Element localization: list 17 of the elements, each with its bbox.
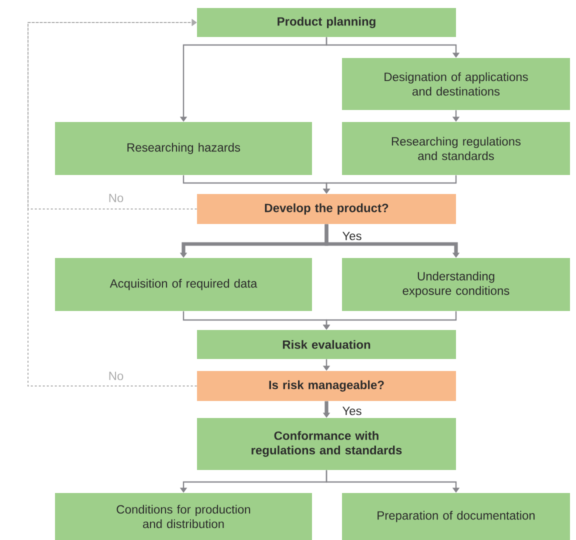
- process-box: Acquisition of required data: [55, 258, 312, 311]
- process-box: Understanding exposure conditions: [342, 258, 570, 311]
- edge-label: No: [107, 192, 125, 204]
- decision-box: Is risk manageable?: [197, 371, 456, 401]
- process-box: Preparation of documentation: [342, 493, 570, 540]
- process-box: Conformance with regulations and standards: [197, 418, 456, 470]
- process-box: Conditions for production and distribution: [55, 493, 312, 540]
- process-box: Product planning: [197, 8, 456, 37]
- decision-box: Develop the product?: [197, 194, 456, 224]
- edge-label: No: [107, 370, 125, 382]
- process-box: Researching regulations and standards: [342, 122, 570, 175]
- edge-label: Yes: [341, 406, 363, 416]
- edge-label: Yes: [341, 230, 363, 242]
- arrow: [28, 18, 198, 386]
- process-box: Risk evaluation: [197, 330, 456, 359]
- process-box: Designation of applications and destinations: [342, 58, 570, 110]
- process-box: Researching hazards: [55, 122, 312, 175]
